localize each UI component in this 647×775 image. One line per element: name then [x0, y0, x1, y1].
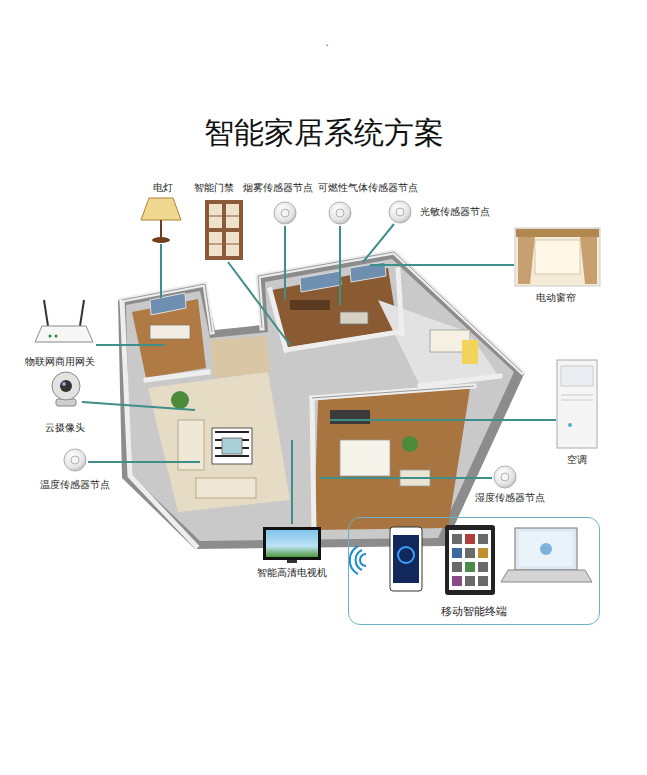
- component-label: 空调: [567, 453, 587, 467]
- device-group-box: 移动智能终端: [348, 517, 600, 625]
- television-icon: [263, 527, 321, 563]
- component-label: 智能高清电视机: [257, 566, 327, 580]
- component-label: 云摄像头: [45, 421, 85, 435]
- floor-plan: [118, 250, 525, 549]
- air-conditioner-icon: [557, 360, 597, 448]
- diagram-title: 智能家居系统方案: [0, 113, 647, 154]
- sensor-icon: [64, 201, 516, 488]
- component-label: 湿度传感器节点: [475, 491, 545, 505]
- component-label: 烟雾传感器节点: [243, 181, 313, 195]
- camera-icon: [52, 372, 80, 406]
- mobile-devices: [350, 525, 592, 595]
- component-label: 光敏传感器节点: [420, 205, 490, 219]
- lamp-icon: [141, 198, 181, 243]
- door-icon: [205, 200, 243, 260]
- component-label: 电动窗帘: [536, 291, 576, 305]
- curtain-picture: [515, 228, 600, 286]
- leader-lines: [82, 224, 556, 524]
- component-label: 温度传感器节点: [40, 478, 110, 492]
- component-label: 电灯: [153, 181, 173, 195]
- router-icon: [35, 300, 93, 342]
- component-label: 智能门禁: [194, 181, 234, 195]
- component-label: 可燃性气体传感器节点: [318, 181, 418, 195]
- group-label: 移动智能终端: [349, 604, 599, 619]
- component-label: 物联网商用网关: [25, 355, 95, 369]
- stray-mark: 、: [325, 35, 335, 49]
